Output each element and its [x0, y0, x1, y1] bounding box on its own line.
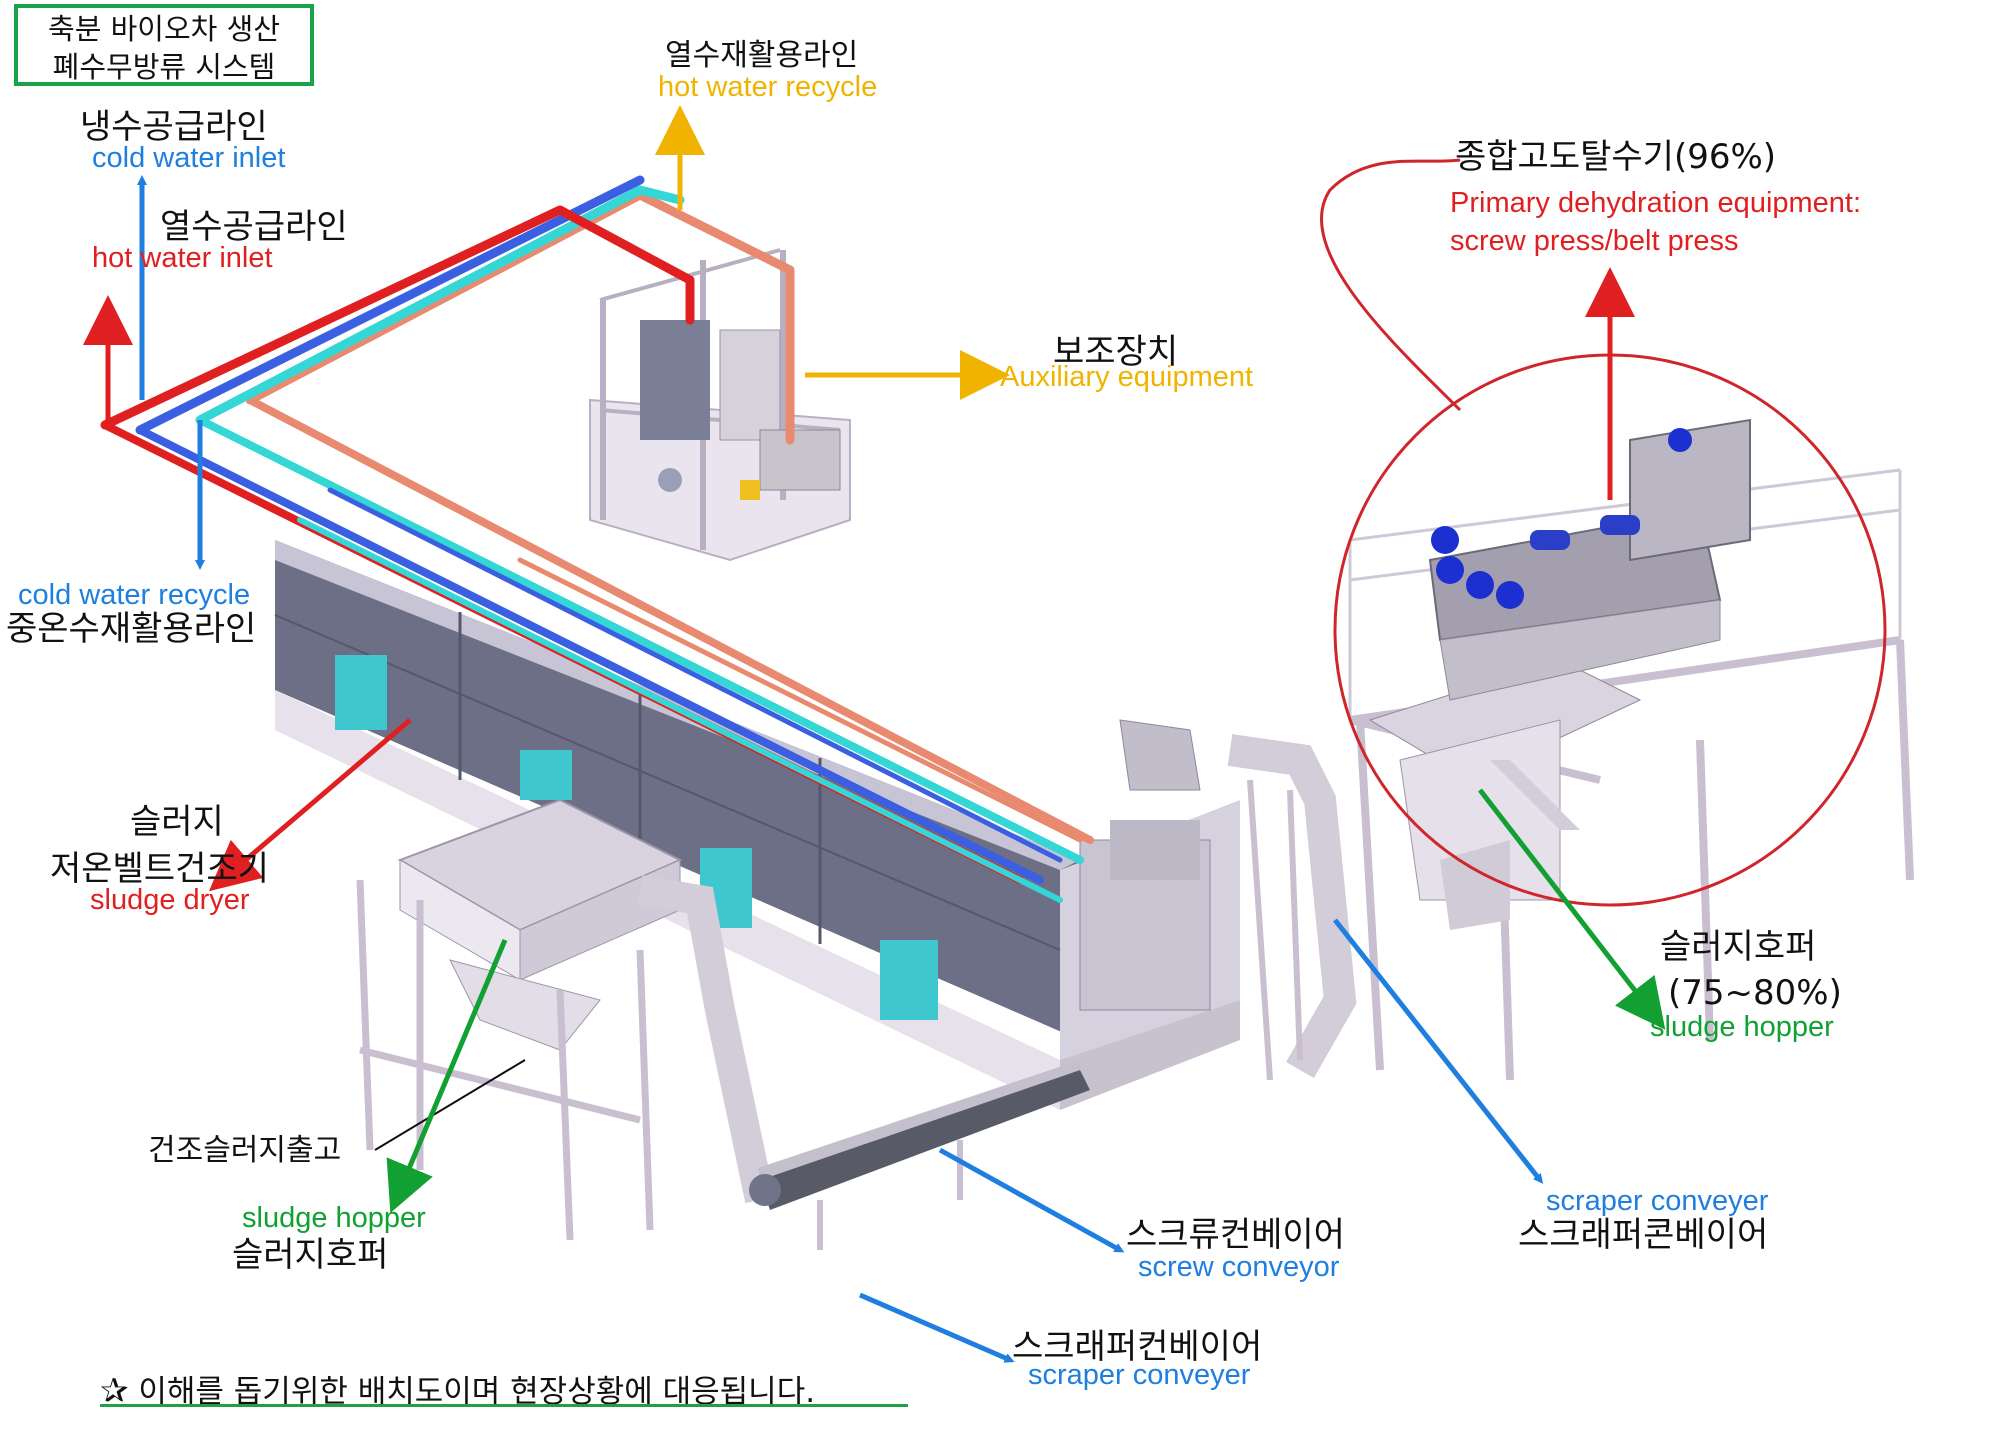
sludge-dryer-ko-1: 슬러지 [130, 802, 224, 842]
dehydration-callout-curve [1320, 158, 1462, 412]
auxiliary-ko: 보조장치 [1053, 332, 1179, 372]
sludge-hopper-right-en: sludge hopper [1650, 1011, 1834, 1043]
arrow-screw-conveyor [938, 1147, 1125, 1253]
screw-conveyor-en: screw conveyor [1138, 1251, 1340, 1283]
auxiliary-en: Auxiliary equipment [1000, 361, 1254, 393]
control-box [520, 750, 572, 800]
annotation-arrows [83, 105, 1666, 1363]
left-hopper-structure [356, 798, 775, 1241]
scraper-conveyor-vertical [1119, 719, 1357, 1081]
hot-water-recycle-ko: 열수재활용라인 [665, 38, 859, 73]
dehydration-en-1: Primary dehydration equipment: [1450, 187, 1862, 219]
arrow-scraper-bottom [859, 1292, 1015, 1363]
scraper-conveyer-bottom-ko: 스크래퍼컨베이어 [1012, 1327, 1263, 1367]
hot-water-recycle-pipe [245, 190, 795, 445]
note-underline [100, 1404, 908, 1407]
sludge-hopper-right-ko: 슬러지호퍼 [1660, 927, 1817, 967]
sludge-dryer-ko-2: 저온벨트건조기 [50, 849, 269, 889]
auxiliary-equipment-skid [589, 248, 851, 562]
recycle-cyan-pipe [195, 185, 685, 425]
hot-water-inlet-pipe [100, 205, 695, 430]
screw-conveyor [749, 1060, 1090, 1250]
dehydration-ko: 종합고도탈수기(96%) [1455, 137, 1777, 177]
pipe-network [100, 175, 1094, 903]
dehydration-en-2: screw press/belt press [1450, 225, 1739, 257]
arrow-sludge-dryer [208, 718, 412, 892]
dehydration-platform [1348, 418, 1914, 1081]
dry-sludge-out-ko: 건조슬러지출고 [148, 1133, 342, 1168]
sludge-hopper-right-pct: (75~80%) [1668, 973, 1842, 1013]
screw-conveyor-ko: 스크류컨베이어 [1126, 1215, 1345, 1255]
arrow-left-hopper [386, 939, 508, 1214]
sludge-hopper-left-en: sludge hopper [242, 1202, 426, 1234]
arrow-right-hopper [1478, 788, 1666, 1030]
control-box [880, 940, 938, 1020]
arrow-scraper-right [1333, 918, 1544, 1184]
diagram-title-box: 축분 바이오차 생산 폐수무방류 시스템 [14, 4, 314, 86]
title-line-1: 축분 바이오차 생산 [48, 12, 280, 46]
sludge-hopper-left-ko: 슬러지호퍼 [232, 1235, 389, 1275]
hot-water-recycle-en: hot water recycle [658, 71, 878, 103]
cold-water-inlet-ko: 냉수공급라인 [80, 107, 268, 147]
arrow-dry-sludge-out [374, 1059, 526, 1151]
title-line-2: 폐수무방류 시스템 [52, 50, 276, 84]
cold-water-recycle-ko: 중온수재활용라인 [6, 609, 257, 649]
scraper-conveyer-bottom-en: scraper conveyer [1028, 1359, 1251, 1391]
cold-water-inlet-pipe [135, 175, 645, 435]
scraper-conveyer-right-ko: 스크래퍼콘베이어 [1518, 1215, 1769, 1255]
hot-water-inlet-en: hot water inlet [92, 242, 273, 274]
scraper-conveyer-right-en: scraper conveyer [1546, 1185, 1769, 1217]
cold-water-recycle-en: cold water recycle [18, 579, 251, 611]
hot-water-inlet-ko: 열수공급라인 [160, 207, 348, 247]
sludge-dryer-en: sludge dryer [90, 884, 250, 916]
cold-water-inlet-en: cold water inlet [92, 142, 286, 174]
control-box [335, 655, 387, 730]
